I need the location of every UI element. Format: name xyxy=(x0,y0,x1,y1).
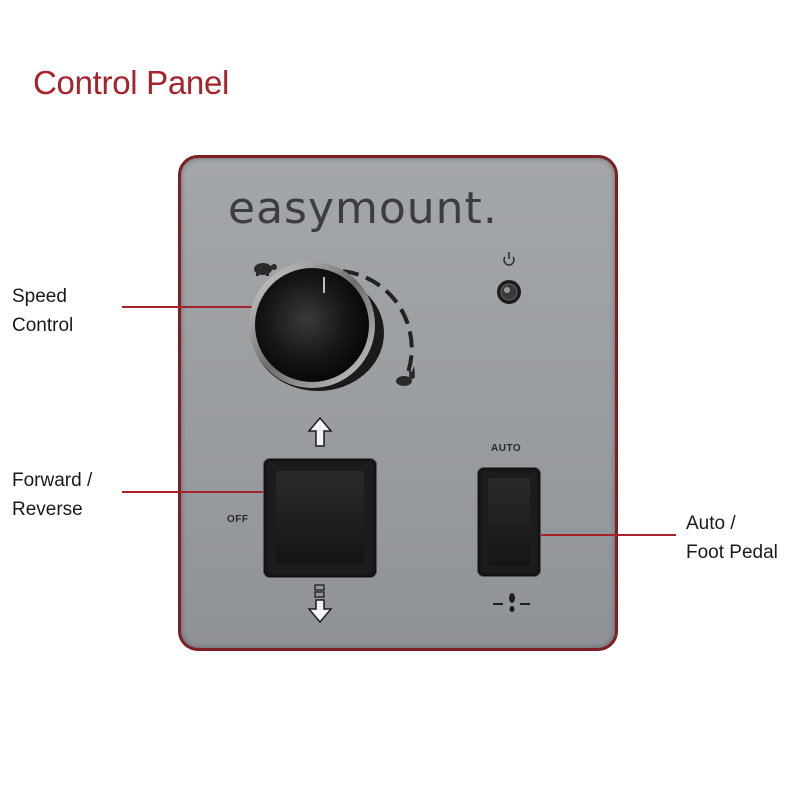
arrow-up-icon xyxy=(307,416,333,447)
forward-reverse-switch[interactable] xyxy=(264,459,376,577)
direction-callout: Forward / Reverse xyxy=(12,466,92,524)
direction-callout-line2: Reverse xyxy=(12,499,83,520)
auto-pedal-switch[interactable] xyxy=(478,468,540,576)
mode-callout-line1: Auto / xyxy=(686,513,736,534)
mode-callout-line2: Foot Pedal xyxy=(686,542,778,563)
speed-control-callout: Speed Control xyxy=(12,282,73,340)
speed-callout-line1: Speed xyxy=(12,286,67,307)
brand-name: easymount xyxy=(228,183,483,234)
control-panel xyxy=(178,155,618,651)
tortoise-icon xyxy=(254,263,277,276)
direction-leader-line xyxy=(122,491,284,493)
arrow-down-icon xyxy=(307,584,333,624)
auto-pedal-rocker[interactable] xyxy=(488,478,530,566)
direction-callout-line1: Forward / xyxy=(12,470,93,491)
mode-leader-line xyxy=(513,534,676,536)
page-title: Control Panel xyxy=(33,64,230,101)
brand-logo: easymount. xyxy=(228,183,498,234)
rabbit-icon xyxy=(396,366,415,386)
off-label: OFF xyxy=(227,514,249,525)
foot-icon xyxy=(493,593,530,612)
speed-callout-line2: Control xyxy=(12,315,74,336)
forward-reverse-rocker[interactable] xyxy=(276,471,364,563)
auto-label: AUTO xyxy=(491,443,522,454)
speed-leader-line xyxy=(122,306,258,308)
power-led xyxy=(497,280,521,304)
mode-callout: Auto / Foot Pedal xyxy=(686,509,778,567)
brand-dot: . xyxy=(482,183,498,234)
power-icon xyxy=(503,252,515,266)
speed-knob[interactable] xyxy=(249,262,384,391)
